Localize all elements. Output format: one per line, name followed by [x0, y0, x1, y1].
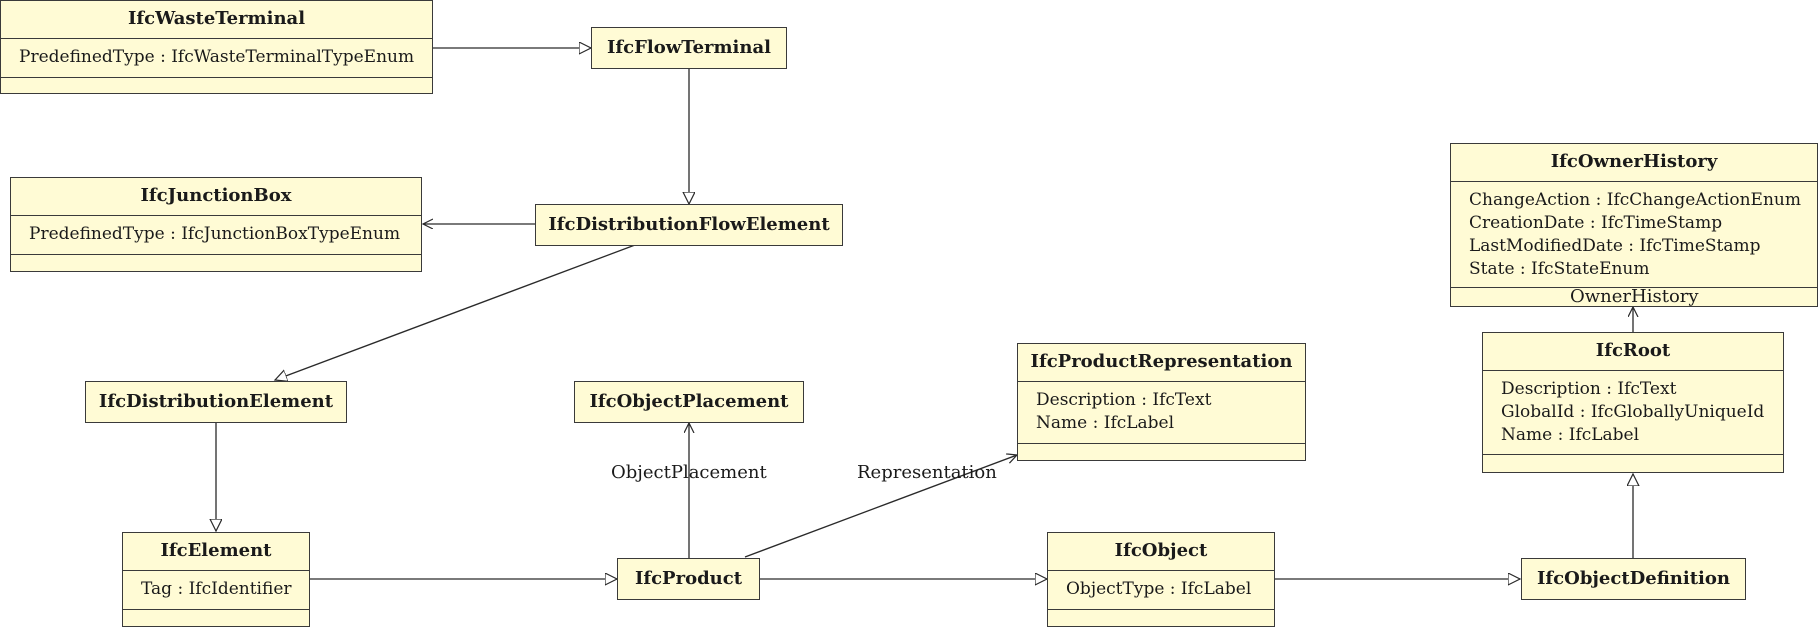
class-name: IfcRoot [1595, 340, 1671, 361]
attribute: Description : IfcText [1036, 390, 1212, 410]
class-name: IfcObjectPlacement [589, 391, 789, 412]
attribute: PredefinedType : IfcWasteTerminalTypeEnu… [19, 47, 415, 67]
class-ifcroot: IfcRoot Description : IfcText GlobalId :… [1482, 332, 1784, 473]
attribute: PredefinedType : IfcJunctionBoxTypeEnum [29, 224, 401, 244]
class-attributes: Tag : IfcIdentifier [123, 570, 309, 609]
class-ifcproduct: IfcProduct [617, 558, 760, 600]
class-ifcwasteterminal: IfcWasteTerminal PredefinedType : IfcWas… [0, 0, 433, 94]
class-name: IfcJunctionBox [140, 185, 292, 206]
association-label-representation: Representation [857, 462, 997, 483]
class-operations [11, 254, 421, 271]
class-operations [1048, 609, 1274, 626]
attribute: ChangeAction : IfcChangeActionEnum [1469, 190, 1801, 210]
class-ifcobjectdefinition: IfcObjectDefinition [1521, 558, 1746, 600]
class-ifcdistributionelement: IfcDistributionElement [85, 381, 347, 423]
class-ifcobjectplacement: IfcObjectPlacement [574, 381, 804, 423]
class-ifcdistributionflowelement: IfcDistributionFlowElement [535, 204, 843, 246]
class-ifcjunctionbox: IfcJunctionBox PredefinedType : IfcJunct… [10, 177, 422, 272]
attribute: Name : IfcLabel [1501, 425, 1640, 445]
class-ifcownerhistory: IfcOwnerHistory ChangeAction : IfcChange… [1450, 143, 1818, 307]
association-label-ownerhistory: OwnerHistory [1570, 286, 1699, 307]
class-attributes: Description : IfcText GlobalId : IfcGlob… [1483, 370, 1783, 454]
class-name: IfcObjectDefinition [1537, 568, 1730, 589]
attribute: Tag : IfcIdentifier [141, 579, 292, 599]
attribute: State : IfcStateEnum [1469, 259, 1650, 279]
class-ifcproductrepresentation: IfcProductRepresentation Description : I… [1017, 343, 1306, 461]
class-name: IfcProduct [634, 568, 743, 589]
class-attributes: PredefinedType : IfcWasteTerminalTypeEnu… [1, 38, 432, 77]
class-operations [1483, 454, 1783, 474]
attribute: CreationDate : IfcTimeStamp [1469, 213, 1723, 233]
class-name: IfcFlowTerminal [607, 37, 771, 58]
class-ifcelement: IfcElement Tag : IfcIdentifier [122, 532, 310, 627]
class-name: IfcDistributionElement [98, 391, 334, 412]
class-ifcobject: IfcObject ObjectType : IfcLabel [1047, 532, 1275, 627]
attribute: Name : IfcLabel [1036, 413, 1175, 433]
class-attributes: ChangeAction : IfcChangeActionEnum Creat… [1451, 181, 1817, 287]
class-operations [1, 77, 432, 93]
class-attributes: ObjectType : IfcLabel [1048, 570, 1274, 609]
attribute: GlobalId : IfcGloballyUniqueId [1501, 402, 1765, 422]
class-operations [123, 609, 309, 626]
class-name: IfcOwnerHistory [1550, 151, 1718, 172]
class-name: IfcProductRepresentation [1030, 351, 1293, 372]
class-attributes: PredefinedType : IfcJunctionBoxTypeEnum [11, 215, 421, 254]
attribute: ObjectType : IfcLabel [1066, 579, 1252, 599]
class-operations [1018, 443, 1305, 462]
class-operations [1451, 287, 1817, 306]
attribute: LastModifiedDate : IfcTimeStamp [1469, 236, 1761, 256]
class-attributes: Description : IfcText Name : IfcLabel [1018, 381, 1305, 443]
edge-product-productrepresentation [744, 455, 1017, 558]
class-name: IfcWasteTerminal [127, 8, 306, 29]
edge-distributionflowelement-distributionelement [275, 244, 636, 380]
class-name: IfcObject [1114, 540, 1208, 561]
class-name: IfcDistributionFlowElement [548, 214, 830, 235]
class-ifcflowterminal: IfcFlowTerminal [591, 27, 787, 69]
class-name: IfcElement [160, 540, 272, 561]
association-label-objectplacement: ObjectPlacement [611, 462, 767, 483]
attribute: Description : IfcText [1501, 379, 1677, 399]
